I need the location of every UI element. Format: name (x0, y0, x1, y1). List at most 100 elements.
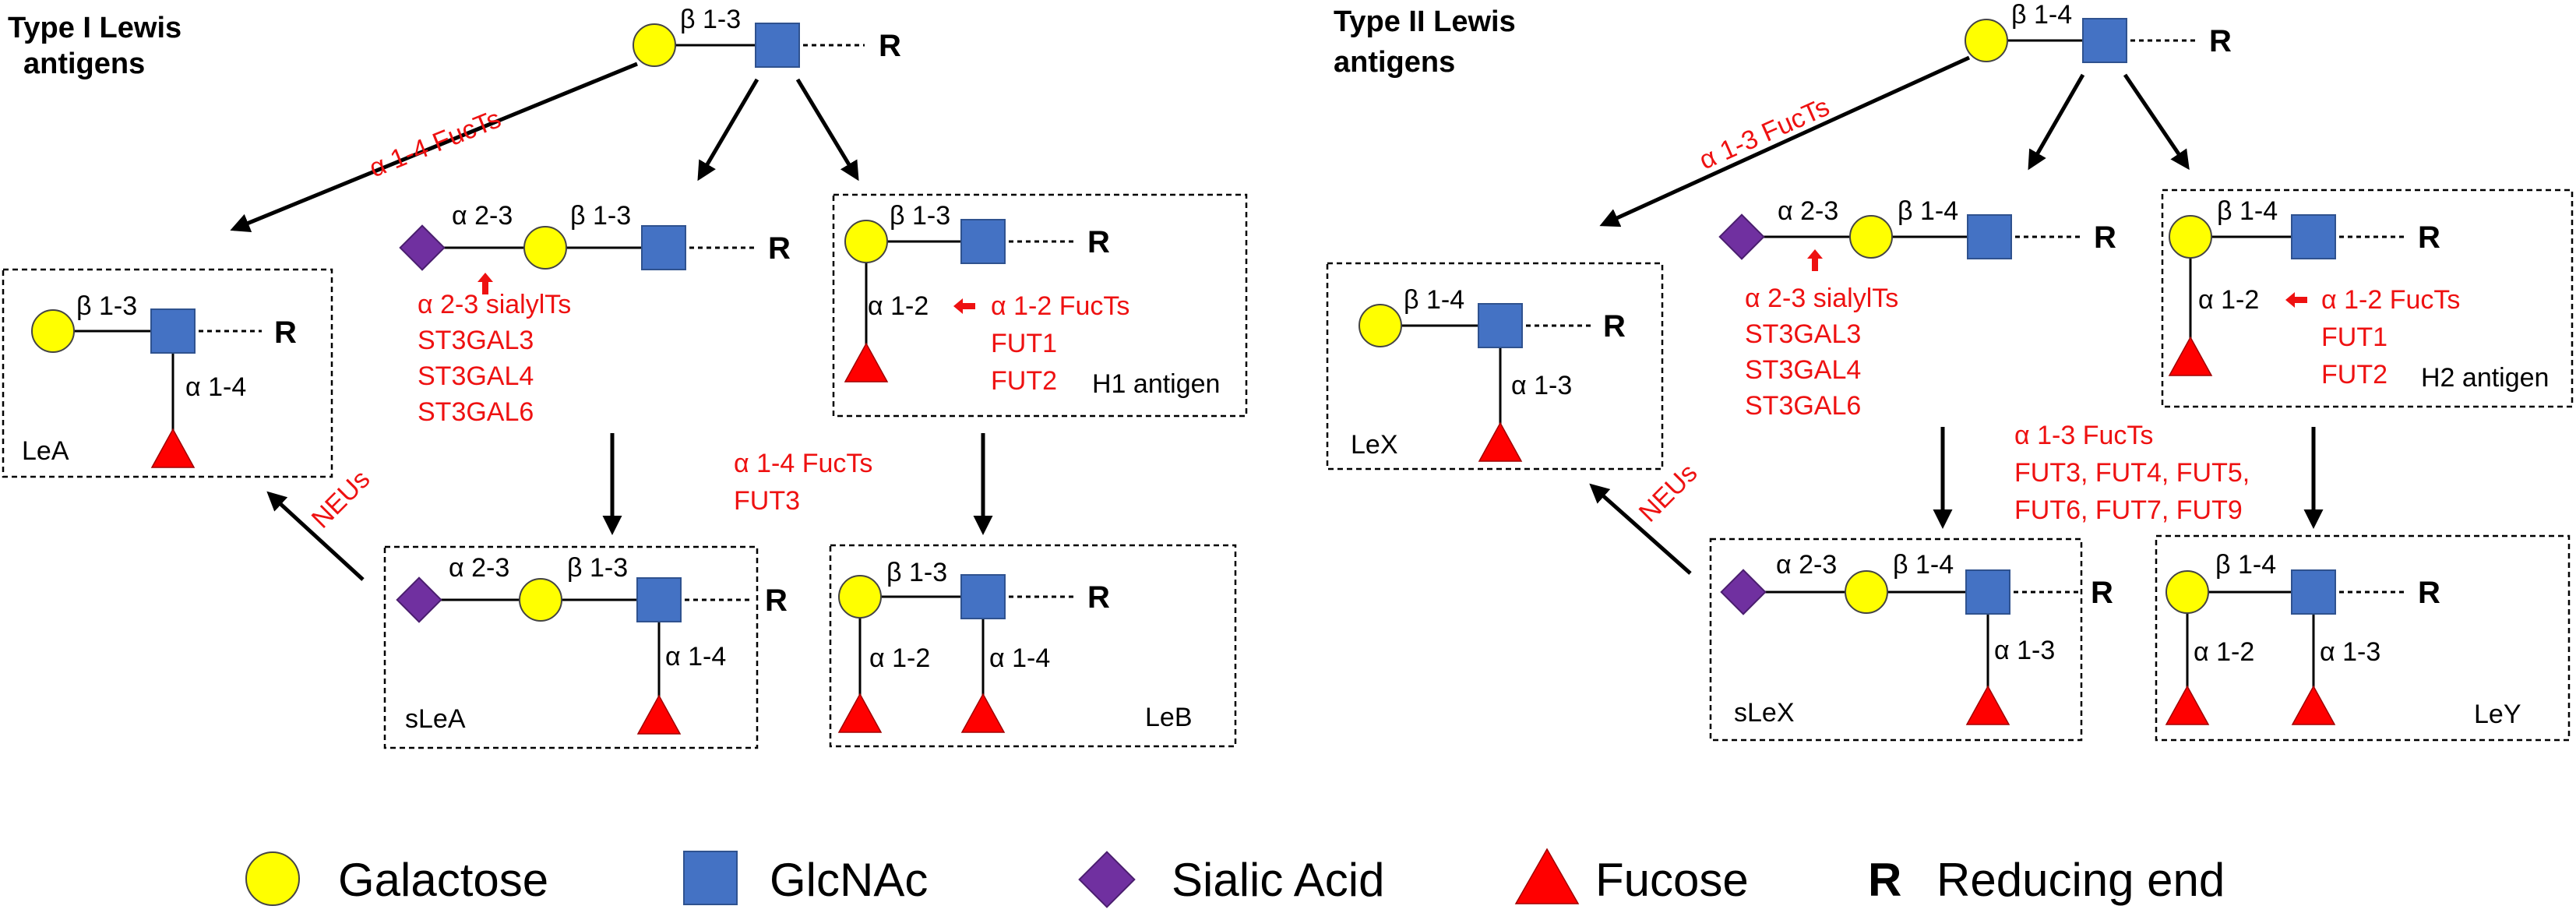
red-left-arrow-icon (2285, 292, 2307, 308)
fucose-icon (150, 428, 196, 468)
red-up-arrow-icon (1807, 249, 1823, 271)
type2-title-line2: antigens (1334, 46, 1455, 79)
pathway-arrow (2123, 73, 2190, 171)
type2-sialylated-intermediate: α 2-3 β 1-4 R α 2-3 sialylTs ST3GAL3 ST3… (1718, 196, 2116, 421)
antigen-name: LeY (2474, 700, 2521, 729)
h1-antigen-box: β 1-3 α 1-2 R α 1-2 FucTs FUT1 FUT2 H1 a… (832, 193, 1248, 418)
galactose-icon (1358, 304, 1402, 347)
reducing-end-label: R (1603, 309, 1626, 344)
slea-antigen-box: α 2-3 β 1-3 α 1-4 R sLeA (383, 545, 788, 749)
enzyme-label: ST3GAL3 (418, 326, 534, 355)
reducing-end-label: R (2418, 220, 2440, 255)
enzyme-label: FUT6, FUT7, FUT9 (2014, 495, 2243, 525)
fucose-icon (636, 694, 682, 735)
antigen-name: sLeX (1734, 698, 1795, 728)
linkage-label: α 1-2 (869, 643, 930, 673)
galactose-icon (245, 851, 300, 906)
enzyme-label: α 2-3 sialylTs (418, 290, 571, 319)
linkage-label: α 1-4 (665, 642, 726, 672)
type2-title-line1: Type II Lewis (1334, 5, 1516, 38)
galactose-icon (2165, 570, 2209, 614)
enzyme-label: FUT2 (991, 366, 1057, 396)
galactose-icon (1965, 19, 2008, 62)
type1-panel: Type I Lewis antigens β 1-3 R α 1-4 FucT… (2, 5, 1248, 749)
pathway-arrow (266, 491, 365, 581)
linkage-label: β 1-4 (2215, 550, 2276, 580)
linkage-label: α 1-3 (2320, 637, 2380, 667)
linkage-label: α 1-4 (989, 643, 1050, 673)
antigen-name: sLeA (405, 704, 466, 734)
enzyme-label: α 1-4 FucTs (365, 104, 506, 183)
enzyme-label: NEUs (1633, 458, 1704, 528)
linkage-label: α 1-2 (2194, 637, 2254, 667)
linkage-label: β 1-4 (1898, 196, 1958, 226)
linkage-label: β 1-4 (1893, 550, 1954, 580)
linkage-label: α 2-3 (449, 553, 509, 583)
antigen-name: LeX (1351, 430, 1398, 460)
red-up-arrow-icon (477, 273, 493, 294)
glcnac-icon (2291, 214, 2336, 259)
type2-precursor-glycan: β 1-4 R (1965, 0, 2232, 63)
fucose-icon (2291, 685, 2336, 725)
pathway-arrow (230, 62, 638, 232)
glcnac-icon (683, 851, 738, 905)
linkage-label: β 1-3 (680, 5, 741, 34)
enzyme-label: α 1-4 FucTs (734, 449, 872, 478)
glcnac-icon (960, 219, 1006, 264)
reducing-end-label: R (879, 29, 901, 63)
legend: Galactose GlcNAc Sialic Acid Fucose R Re… (245, 848, 2225, 908)
galactose-icon (633, 23, 676, 67)
glcnac-icon (641, 225, 686, 270)
glcnac-icon (2082, 18, 2127, 63)
reducing-end-label: R (2094, 220, 2116, 255)
pathway-arrow (1589, 483, 1692, 575)
enzyme-label: FUT2 (2321, 360, 2387, 390)
antigen-name: LeA (22, 436, 69, 466)
enzyme-label: ST3GAL6 (418, 397, 534, 427)
enzyme-label: FUT1 (2321, 323, 2387, 352)
fucose-icon (2168, 336, 2213, 376)
linkage-label: α 1-4 (185, 372, 246, 402)
type1-title-line1: Type I Lewis (8, 12, 181, 44)
slex-antigen-box: α 2-3 β 1-4 α 1-3 R sLeX (1709, 538, 2113, 742)
fucose-icon (1965, 685, 2010, 725)
glcnac-icon (636, 577, 682, 622)
lea-antigen-box: β 1-3 α 1-4 R LeA (2, 268, 333, 478)
enzyme-label: ST3GAL4 (1745, 355, 1861, 385)
antigen-name: LeB (1145, 703, 1193, 732)
linkage-label: α 2-3 (452, 201, 513, 231)
enzyme-label: NEUs (306, 464, 376, 534)
pathway-arrow (2028, 73, 2085, 171)
fucose-icon (960, 693, 1006, 733)
linkage-label: α 1-3 (1511, 371, 1572, 400)
antigen-name: H2 antigen (2421, 363, 2549, 393)
linkage-label: α 2-3 (1778, 196, 1838, 226)
sialic-acid-icon (1720, 569, 1767, 615)
linkage-label: β 1-4 (1404, 285, 1464, 315)
legend-sialic-acid-label: Sialic Acid (1172, 854, 1384, 906)
glcnac-icon (960, 574, 1006, 619)
glcnac-icon (2291, 569, 2336, 615)
fucose-icon (844, 342, 889, 382)
type1-precursor-glycan: β 1-3 R (633, 5, 901, 68)
glcnac-icon (755, 23, 800, 68)
enzyme-label: FUT3 (734, 486, 800, 516)
linkage-label: α 2-3 (1776, 550, 1837, 580)
galactose-icon (844, 220, 888, 263)
linkage-label: β 1-3 (570, 201, 631, 231)
reducing-end-label: R (765, 583, 788, 618)
linkage-label: α 1-3 (1994, 636, 2055, 665)
antigen-name: H1 antigen (1092, 369, 1220, 399)
linkage-label: α 1-2 (2198, 285, 2259, 315)
reducing-end-label: R (768, 231, 791, 266)
linkage-label: α 1-2 (868, 291, 929, 321)
legend-glcnac-label: GlcNAc (770, 854, 928, 906)
reducing-end-label: R (274, 315, 297, 350)
reducing-end-label: R (2209, 24, 2232, 58)
enzyme-label: α 2-3 sialylTs (1745, 284, 1898, 313)
galactose-icon (1845, 570, 1888, 614)
enzyme-label: FUT1 (991, 329, 1057, 358)
ley-antigen-box: β 1-4 α 1-2 α 1-3 R LeY (2155, 534, 2571, 742)
type2-panel: Type II Lewis antigens β 1-4 R α 1-3 Fuc… (1326, 0, 2574, 742)
